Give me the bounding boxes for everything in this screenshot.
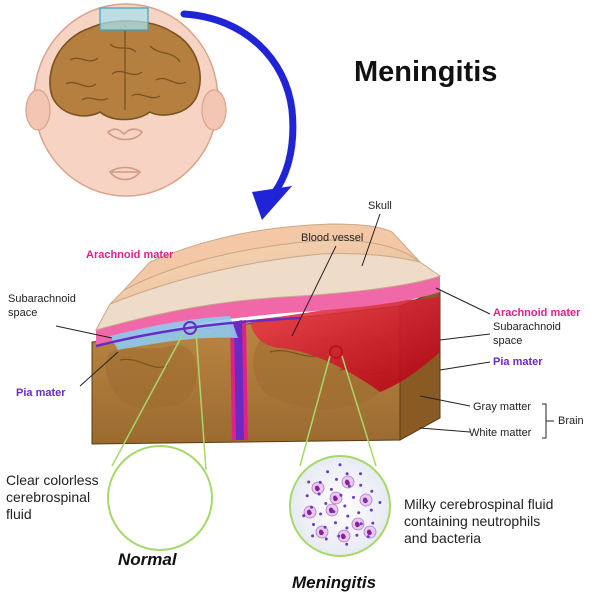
bacterium [359, 483, 363, 487]
label-subarachnoid-left: Subarachnoid space [8, 292, 108, 320]
bacterium [357, 511, 361, 515]
neutrophil-nucleus [307, 509, 312, 516]
bacterium [345, 472, 349, 476]
label-pia-left: Pia mater [16, 387, 66, 399]
brain-icon [49, 20, 201, 121]
bacterium [359, 472, 362, 476]
bacterium [319, 512, 323, 516]
bacterium [334, 521, 337, 525]
neutrophil-nucleus [315, 485, 320, 492]
meninges-cross-section [91, 223, 442, 445]
neutrophil-nucleus [341, 533, 346, 540]
bacterium [311, 534, 315, 538]
bacterium [347, 484, 351, 488]
bacterium [318, 480, 322, 484]
bacterium [305, 494, 309, 498]
meningitis-description-line2: containing neutrophils [404, 513, 541, 529]
bacterium [302, 514, 306, 518]
neutrophil-nucleus [319, 529, 324, 536]
label-pia-right: Pia mater [493, 356, 543, 368]
bacterium [346, 514, 350, 518]
label-brain: Brain [558, 415, 584, 427]
normal-description: Clear colorless cerebrospinal fluid [6, 472, 116, 523]
bacterium [329, 487, 333, 491]
bacterium [337, 534, 341, 538]
normal-csf-magnified [107, 445, 213, 551]
meningitis-description-line3: and bacteria [404, 530, 482, 546]
neutrophil-nucleus [355, 521, 360, 528]
bacterium [359, 522, 363, 526]
bacterium [310, 505, 313, 509]
bacterium [369, 508, 373, 512]
neutrophil-nucleus [367, 529, 372, 536]
leader-lines [55, 213, 554, 439]
bacterium [317, 492, 321, 496]
label-subarachnoid-right-line2: space [493, 335, 523, 347]
label-subarachnoid-right-line1: Subarachnoid [493, 321, 561, 333]
bacterium [378, 501, 382, 504]
page-title: Meningitis [354, 56, 498, 88]
label-arachnoid-left: Arachnoid mater [86, 249, 174, 261]
label-gray-matter: Gray matter [473, 401, 532, 413]
bacterium [355, 533, 359, 537]
callout-lines [111, 331, 377, 471]
normal-caption: Normal [118, 550, 177, 569]
bacterium [339, 493, 343, 497]
normal-description-line3: fluid [6, 506, 32, 522]
label-white-matter: White matter [469, 427, 532, 439]
bacterium [345, 542, 349, 546]
nose [106, 128, 144, 141]
bacterium [352, 495, 355, 499]
label-subarachnoid-right: Subarachnoid space [493, 320, 593, 348]
meningitis-description: Milky cerebrospinal fluid containing neu… [404, 496, 594, 547]
label-subarachnoid-left-line1: Subarachnoid [8, 293, 76, 305]
mouth [108, 166, 142, 181]
bacterium [345, 526, 349, 530]
label-blood-vessel: Blood vessel [301, 232, 364, 244]
neutrophil-nucleus [333, 495, 338, 502]
bacterium [332, 510, 336, 514]
neutrophil-nucleus [345, 479, 350, 486]
bacterium [362, 499, 366, 503]
label-subarachnoid-left-line2: space [8, 307, 38, 319]
bacterium [343, 504, 347, 508]
normal-description-line1: Clear colorless [6, 472, 99, 488]
bacterium [371, 521, 375, 525]
zoom-arrow-icon [180, 10, 297, 220]
bacterium [324, 502, 328, 505]
label-skull: Skull [368, 200, 392, 212]
bacterium [312, 523, 315, 526]
head-illustration [25, 3, 227, 197]
bacterium [335, 477, 338, 481]
meningitis-csf-magnified [289, 455, 391, 557]
bacterium [307, 480, 311, 484]
bacterium [338, 463, 342, 467]
meningitis-description-line1: Milky cerebrospinal fluid [404, 496, 554, 512]
bacterium [366, 535, 370, 539]
normal-description-line2: cerebrospinal [6, 489, 91, 505]
bacterium [370, 489, 374, 493]
bacterium [323, 525, 327, 529]
label-arachnoid-right: Arachnoid mater [493, 307, 581, 319]
bacterium [324, 537, 328, 541]
selected-region-marker [99, 7, 149, 31]
meningitis-caption: Meningitis [292, 573, 377, 592]
neutrophils-and-bacteria [302, 463, 382, 546]
bacterium [326, 470, 330, 474]
